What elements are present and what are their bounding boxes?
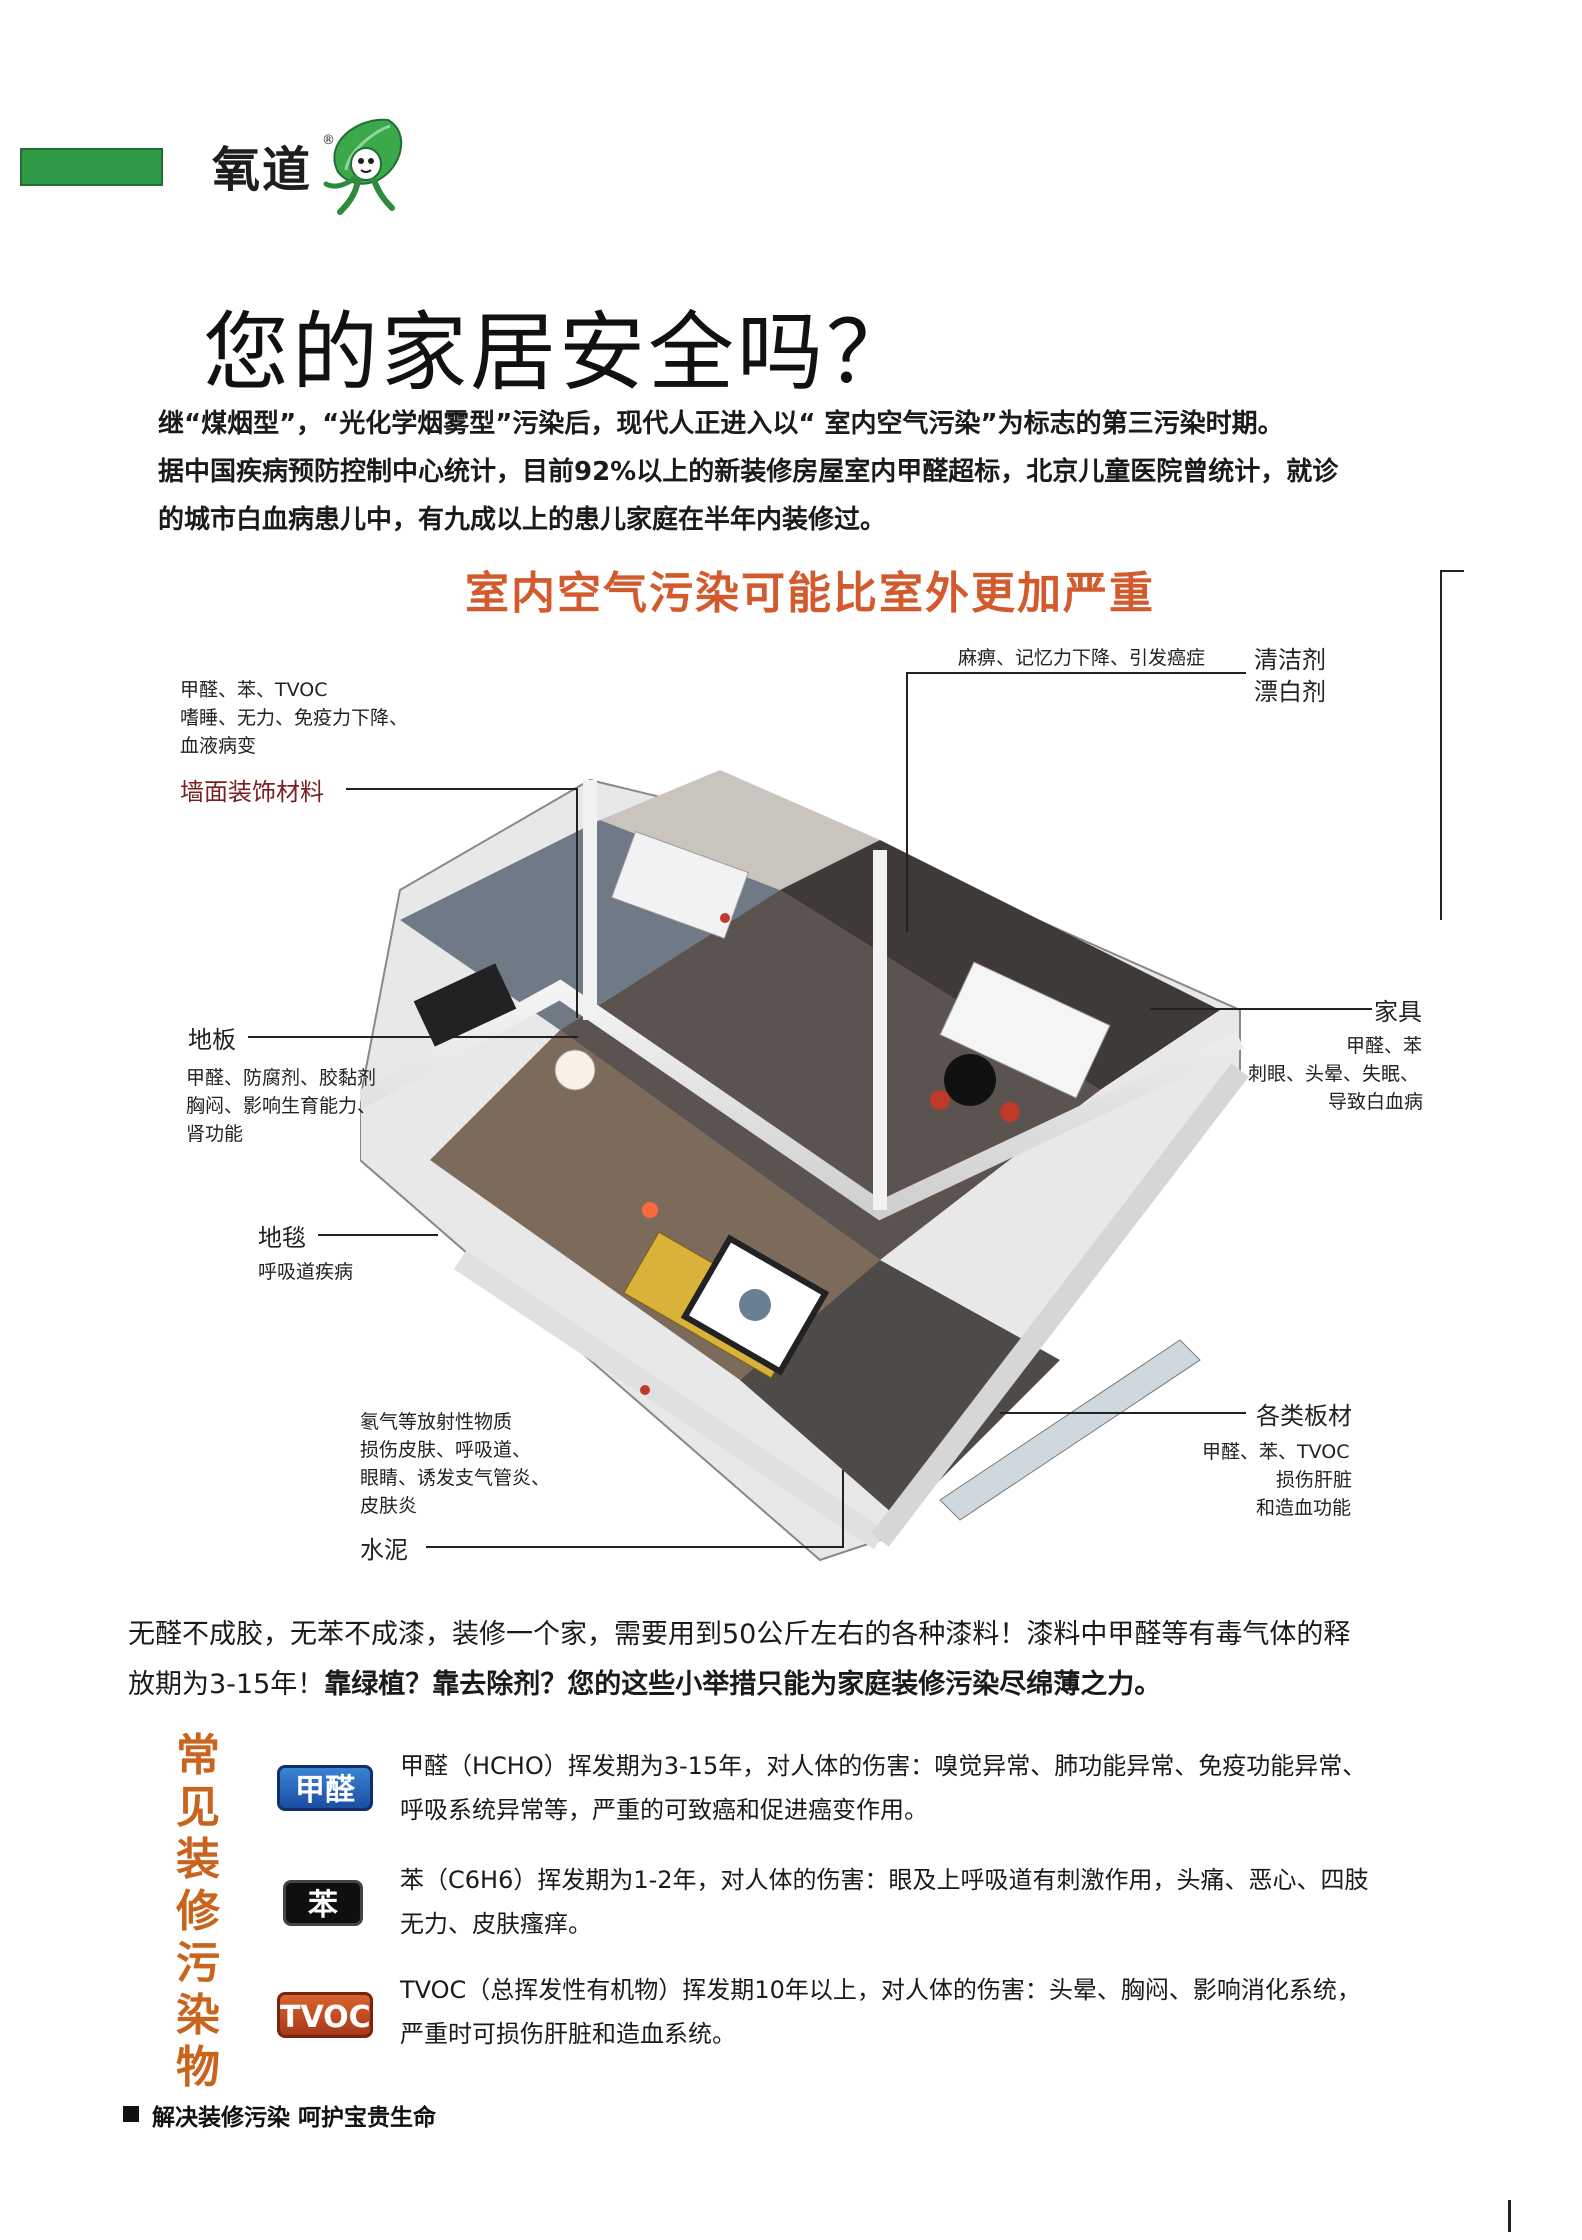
leader-line <box>346 788 576 790</box>
formaldehyde-description: 呼吸系统异常等，严重的可致癌和促进癌变作用。 <box>400 1796 928 1824</box>
paragraph-plain-text: 放期为3-15年！ <box>128 1669 325 1700</box>
boards-effects-line: 甲醛、苯、TVOC <box>1202 1441 1350 1463</box>
benzene-description: 无力、皮肤瘙痒。 <box>400 1910 592 1938</box>
leader-line <box>318 1234 438 1236</box>
footer-bullet-icon <box>123 2106 139 2122</box>
tvoc-badge: TVOC <box>277 1992 373 2038</box>
wall-category-label: 墙面装饰材料 <box>180 778 324 806</box>
cement-effects-line: 皮肤炎 <box>360 1495 418 1517</box>
wall-effects-line: 嗜睡、无力、免疫力下降、 <box>180 707 409 729</box>
tvoc-description: TVOC（总挥发性有机物）挥发期10年以上，对人体的伤害：头晕、胸闷、影响消化系… <box>400 1976 1361 2004</box>
leader-line <box>1150 1008 1372 1010</box>
furniture-effects-line: 导致白血病 <box>1328 1091 1424 1113</box>
floor-effects-line: 胸闷、影响生育能力、 <box>186 1095 377 1117</box>
cement-effects-line: 氡气等放射性物质 <box>360 1411 513 1433</box>
intro-line: 继“煤烟型”，“光化学烟雾型”污染后，现代人正进入以“ 室内空气污染”为标志的第… <box>158 409 1284 439</box>
boards-effects-line: 损伤肝脏 <box>1276 1469 1353 1491</box>
bleach-category-label: 漂白剂 <box>1254 678 1326 706</box>
apartment-floorplan-illustration <box>360 770 1249 1562</box>
formaldehyde-badge: 甲醛 <box>277 1765 373 1811</box>
paragraph-bold-text: 靠绿植？靠去除剂？您的这些小举措只能为家庭装修污染尽绵薄之力。 <box>324 1669 1162 1700</box>
page-title: 您的家居安全吗？ <box>203 303 915 403</box>
furniture-effects-line: 甲醛、苯 <box>1346 1035 1423 1057</box>
cleaner-effects-label: 麻痹、记忆力下降、引发癌症 <box>958 647 1206 669</box>
benzene-badge: 苯 <box>283 1880 363 1926</box>
tvoc-description: 严重时可损伤肝脏和造血系统。 <box>400 2020 736 2048</box>
wall-effects-line: 甲醛、苯、TVOC <box>180 679 328 701</box>
leader-line <box>1000 1412 1246 1414</box>
pollutants-section-title: 常见装修污染物 <box>176 1730 220 2093</box>
brand-registered-mark: ® <box>322 133 335 148</box>
body-paragraph-line: 放期为3-15年！靠绿植？靠去除剂？您的这些小举措只能为家庭装修污染尽绵薄之力。 <box>128 1660 1161 1710</box>
bracket-line <box>1440 570 1442 920</box>
brand-green-bar <box>20 148 163 186</box>
floor-effects-line: 甲醛、防腐剂、胶黏剂 <box>186 1067 377 1089</box>
benzene-description: 苯（C6H6）挥发期为1-2年，对人体的伤害：眼及上呼吸道有刺激作用，头痛、恶心… <box>400 1866 1369 1894</box>
furniture-category-label: 家具 <box>1374 998 1422 1026</box>
boards-category-label: 各类板材 <box>1256 1402 1352 1430</box>
intro-line: 据中国疾病预防控制中心统计，目前92%以上的新装修房屋室内甲醛超标，北京儿童医院… <box>158 457 1339 487</box>
floor-category-label: 地板 <box>188 1026 236 1054</box>
wall-effects-line: 血液病变 <box>180 735 257 757</box>
page-corner-mark <box>1508 2200 1511 2232</box>
cleaner-category-label: 清洁剂 <box>1254 646 1326 674</box>
leader-line <box>248 1036 578 1038</box>
footer-slogan: 解决装修污染 呵护宝贵生命 <box>152 2105 437 2131</box>
cement-category-label: 水泥 <box>360 1536 408 1564</box>
leaf-mascot-logo <box>323 118 403 215</box>
diagram-title: 室内空气污染可能比室外更加严重 <box>465 568 1155 619</box>
floor-effects-line: 肾功能 <box>186 1123 244 1145</box>
formaldehyde-description: 甲醛（HCHO）挥发期为3-15年，对人体的伤害：嗅觉异常、肺功能异常、免疫功能… <box>400 1752 1367 1780</box>
cement-effects-line: 损伤皮肤、呼吸道、 <box>360 1439 532 1461</box>
furniture-effects-line: 刺眼、头晕、失眠、 <box>1248 1063 1420 1085</box>
carpet-effects-label: 呼吸道疾病 <box>258 1261 354 1283</box>
leader-line <box>842 1470 844 1548</box>
body-paragraph-line: 无醛不成胶，无苯不成漆，装修一个家，需要用到50公斤左右的各种漆料！漆料中甲醛等… <box>128 1619 1351 1650</box>
leader-line <box>576 788 578 1018</box>
leader-line <box>906 672 1246 674</box>
intro-line: 的城市白血病患儿中，有九成以上的患儿家庭在半年内装修过。 <box>158 505 887 535</box>
leader-line <box>906 672 908 932</box>
carpet-category-label: 地毯 <box>258 1224 306 1252</box>
brand-name: 氧道 <box>212 142 313 198</box>
leader-line <box>426 1546 842 1548</box>
boards-effects-line: 和造血功能 <box>1256 1497 1352 1519</box>
cement-effects-line: 眼睛、诱发支气管炎、 <box>360 1467 551 1489</box>
bracket-line <box>1440 570 1464 572</box>
